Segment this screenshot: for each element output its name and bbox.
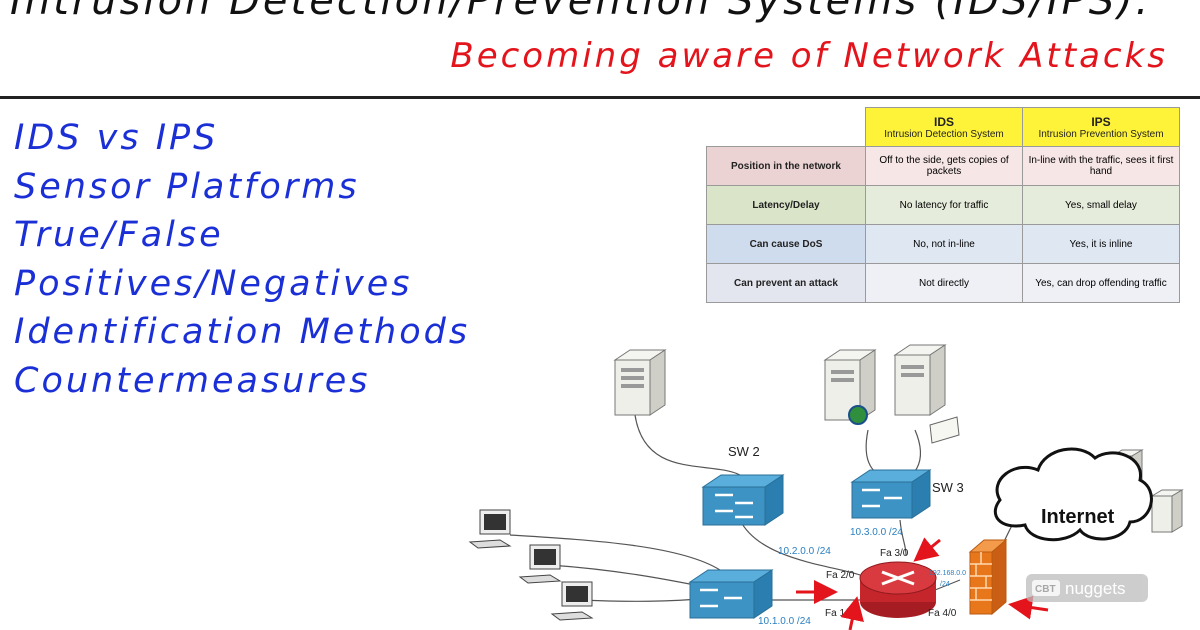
ips-cell: Yes, it is inline <box>1022 224 1180 264</box>
title-divider <box>0 96 1200 99</box>
topic-item: Countermeasures <box>14 360 371 401</box>
server-icon <box>613 349 667 416</box>
interface-fa30: Fa 3/0 <box>880 548 909 559</box>
network-10-3: 10.3.0.0 /24 <box>850 527 903 538</box>
column-abbr: IPS <box>1091 114 1111 129</box>
ids-cell: No latency for traffic <box>865 185 1023 225</box>
interface-fa10: Fa 1/0 <box>825 608 854 619</box>
pc-icon <box>468 509 512 549</box>
table-header-row: IDS Intrusion Detection System IPS Intru… <box>707 107 1180 147</box>
interface-fa20: Fa 2/0 <box>826 570 855 581</box>
ids-cell: Not directly <box>865 263 1023 303</box>
label-internet: Internet <box>1041 506 1115 528</box>
attack-arrows <box>796 537 1049 630</box>
cbt-nuggets-watermark: CBT nuggets <box>1026 574 1148 602</box>
network-topology-diagram: SW 2 SW 3 10.3.0.0 /24 <box>468 344 1184 630</box>
internet-cloud-icon <box>993 447 1153 542</box>
column-full: Intrusion Detection System <box>884 128 1004 140</box>
network-192-168-mask: /24 <box>940 581 950 588</box>
row-label: Latency/Delay <box>706 185 866 225</box>
server-icon <box>1150 489 1184 533</box>
table-row: Can cause DoS No, not in-line Yes, it is… <box>706 224 1180 264</box>
label-sw3: SW 3 <box>932 480 964 495</box>
network-10-1: 10.1.0.0 /24 <box>758 616 811 627</box>
web-server-icon <box>823 349 877 425</box>
network-192-168: 192.168.0.0 <box>929 570 966 577</box>
column-header-ids: IDS Intrusion Detection System <box>865 107 1023 147</box>
title-line1: Intrusion Detection/Prevention Systems (… <box>10 0 1153 24</box>
firewall-icon <box>968 538 1008 616</box>
column-abbr: IDS <box>933 114 954 129</box>
ips-cell: Yes, can drop offending traffic <box>1022 263 1180 303</box>
watermark-text: nuggets <box>1065 579 1126 598</box>
table-row: Can prevent an attack Not directly Yes, … <box>706 263 1180 303</box>
pc-icon <box>518 544 562 584</box>
label-sw2: SW 2 <box>728 444 760 459</box>
pc-icon <box>550 581 594 621</box>
interface-fa40: Fa 4/0 <box>928 608 957 619</box>
mail-server-icon <box>893 344 960 444</box>
switch-sw2-icon <box>701 474 785 526</box>
title-subtitle: Becoming aware of Network Attacks <box>450 36 1168 76</box>
table-corner <box>707 108 866 147</box>
ids-ips-comparison-table: IDS Intrusion Detection System IPS Intru… <box>706 107 1180 303</box>
network-10-2: 10.2.0.0 /24 <box>778 546 831 557</box>
row-label: Can cause DoS <box>706 224 866 264</box>
ids-cell: Off to the side, gets copies of packets <box>865 146 1023 186</box>
topic-item: Sensor Platforms <box>14 166 360 207</box>
topic-item: True/False <box>14 215 224 255</box>
watermark-brand: CBT <box>1035 584 1056 595</box>
row-label: Can prevent an attack <box>706 263 866 303</box>
ips-cell: In-line with the traffic, sees it first … <box>1022 146 1180 186</box>
row-label: Position in the network <box>706 146 866 186</box>
topic-list: IDS vs IPS Sensor Platforms True/False P… <box>14 114 470 405</box>
column-full: Intrusion Prevention System <box>1038 128 1164 140</box>
ids-cell: No, not in-line <box>865 224 1023 264</box>
column-header-ips: IPS Intrusion Prevention System <box>1022 107 1180 147</box>
switch-icon <box>688 569 774 619</box>
topic-item: Identification Methods <box>14 312 471 352</box>
switch-sw3-icon <box>850 469 932 519</box>
router-icon <box>859 561 937 618</box>
topic-item: IDS vs IPS <box>14 118 219 158</box>
ips-cell: Yes, small delay <box>1022 185 1180 225</box>
table-row: Latency/Delay No latency for traffic Yes… <box>706 185 1180 225</box>
table-row: Position in the network Off to the side,… <box>706 146 1180 186</box>
topic-item: Positives/Negatives <box>14 263 413 304</box>
